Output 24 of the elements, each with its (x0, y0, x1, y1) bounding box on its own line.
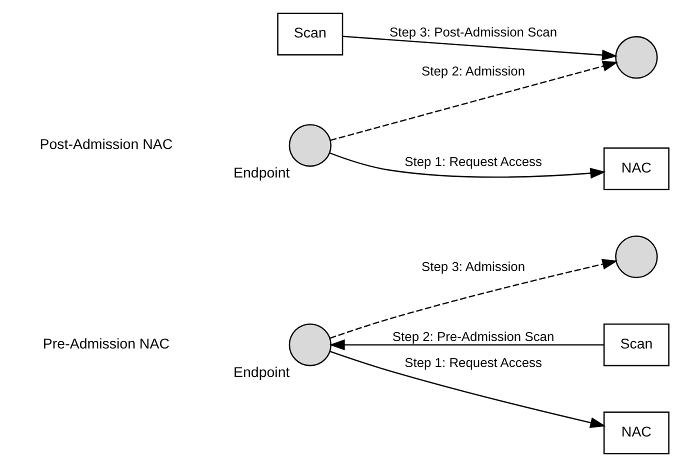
arrow (328, 339, 604, 350)
arrow (329, 350, 606, 428)
label: Post-Admission NAC (39, 137, 172, 154)
node-circle (614, 36, 658, 79)
edge-label: Step 1: Request Access (404, 354, 542, 370)
node-box: NAC (602, 147, 669, 190)
edge-label: Step 3: Admission (421, 259, 525, 274)
node-box: Scan (602, 323, 669, 366)
node-circle (614, 235, 658, 278)
edge-label: Step 3: Post-Admission Scan (389, 24, 557, 40)
arrow (329, 258, 618, 339)
edge-label: Step 1: Request Access (404, 154, 542, 170)
label: Pre-Admission NAC (42, 336, 169, 352)
edge-label: Step 2: Admission (421, 64, 525, 79)
arrow (342, 36, 618, 60)
edge-label: Step 2: Pre-Admission Scan (392, 328, 554, 344)
node-circle (288, 323, 332, 366)
node-label: Endpoint (233, 364, 290, 381)
node-box: NAC (602, 412, 669, 454)
arrow (330, 60, 618, 141)
node-label: Endpoint (233, 166, 290, 182)
arrow (328, 152, 606, 179)
node-box: Scan (276, 12, 343, 56)
node-circle (288, 124, 332, 167)
